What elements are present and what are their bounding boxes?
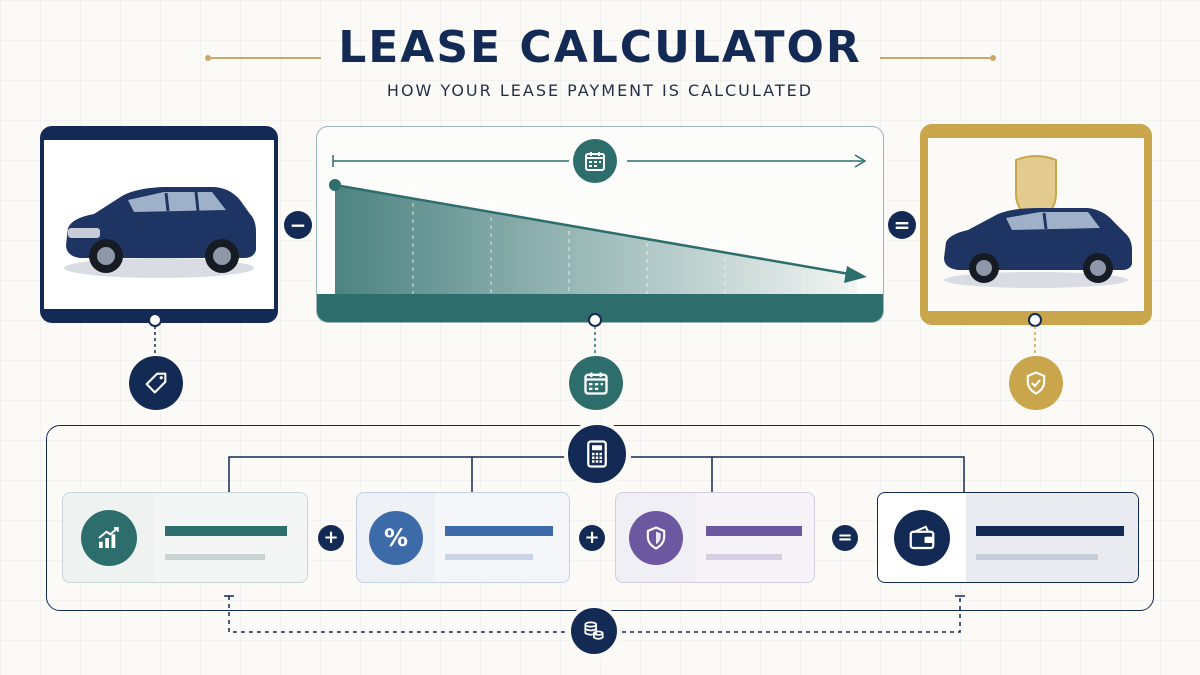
- equals-operator: =: [832, 525, 858, 551]
- percent-icon: %: [369, 510, 423, 565]
- shield-check-icon: [1009, 356, 1063, 410]
- protection-component-card: [615, 492, 815, 583]
- wallet-icon: [894, 509, 950, 566]
- equals-operator: =: [888, 211, 916, 239]
- connector-line-center: [594, 326, 596, 356]
- minus-operator: −: [284, 211, 312, 239]
- price-tag-icon: [129, 356, 183, 410]
- vehicle-price-card: [40, 126, 278, 323]
- residual-value-card: [920, 124, 1152, 325]
- suv-car-photo: [64, 187, 256, 278]
- depreciation-chart: [329, 154, 867, 295]
- title-deco-line-left: [211, 57, 321, 59]
- shield-car-photo: [944, 155, 1132, 288]
- chart-growth-icon: [81, 509, 137, 566]
- page-title: LEASE CALCULATOR: [338, 22, 862, 73]
- lease-term-panel: [316, 126, 884, 323]
- monthly-payment-card: [877, 492, 1139, 583]
- plus-operator: +: [579, 525, 605, 551]
- coins-icon: [567, 604, 621, 658]
- connector-line-right: [1034, 326, 1036, 356]
- title-deco-dot-left: [205, 55, 211, 61]
- title-deco-line-right: [880, 57, 990, 59]
- title-deco-dot-right: [990, 55, 996, 61]
- page-subtitle: HOW YOUR LEASE PAYMENT IS CALCULATED: [386, 81, 814, 100]
- calendar-icon: [569, 356, 623, 410]
- interest-component-card: %: [356, 492, 570, 583]
- plus-operator: +: [318, 525, 344, 551]
- connector-line-left: [154, 326, 156, 356]
- depreciation-component-card: [62, 492, 308, 583]
- shield-icon: [629, 510, 683, 565]
- calculator-icon: [564, 421, 630, 487]
- calendar-icon: [573, 139, 617, 183]
